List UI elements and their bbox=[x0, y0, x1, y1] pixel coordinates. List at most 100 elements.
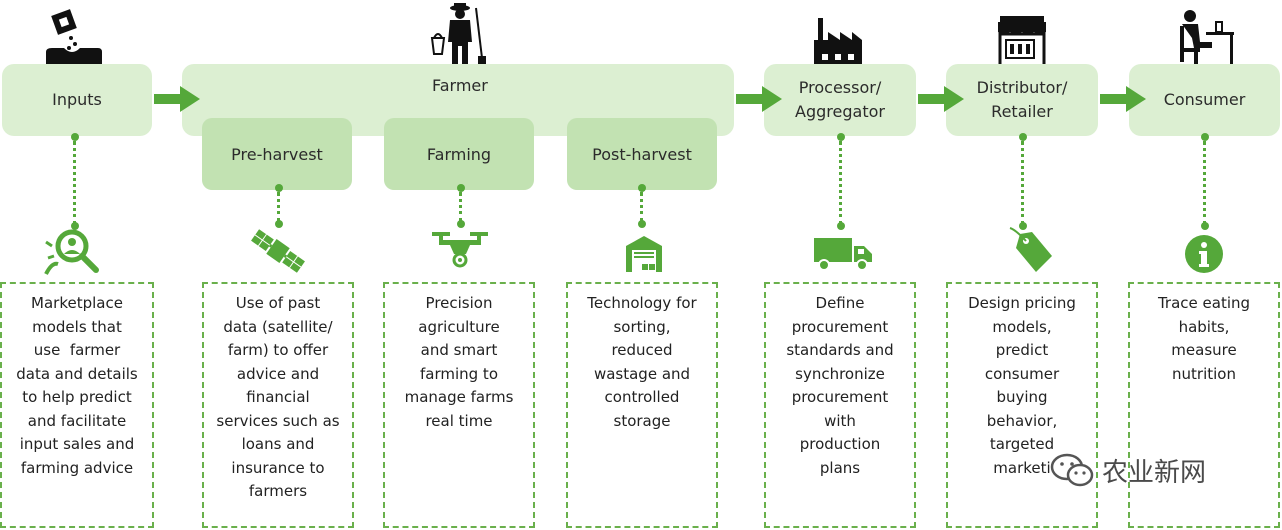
desc-distributor: Design pricing models, predict consumer … bbox=[946, 282, 1098, 528]
desc-line: storage bbox=[613, 411, 671, 430]
desc-line: plans bbox=[819, 458, 861, 477]
stage-processor-label-2: Aggregator bbox=[795, 102, 885, 121]
stage-processor-label-1: Processor/ bbox=[798, 78, 882, 97]
connector-dot bbox=[457, 184, 465, 192]
desc-line: production bbox=[799, 435, 881, 453]
flow-arrow-3 bbox=[918, 86, 964, 112]
connector-line bbox=[1203, 141, 1206, 225]
connector-dot bbox=[275, 220, 283, 228]
desc-line: farming advice bbox=[20, 458, 134, 477]
desc-line: buying bbox=[996, 388, 1048, 406]
desc-line: financial bbox=[246, 388, 310, 406]
connector-dot bbox=[837, 222, 845, 230]
desc-line: advice and bbox=[236, 364, 320, 383]
desc-line: consumer bbox=[984, 364, 1060, 383]
substage-post-harvest: Post-harvest bbox=[567, 118, 717, 190]
connector-dot bbox=[71, 133, 79, 141]
connector-line bbox=[1021, 141, 1024, 225]
connector-dot bbox=[837, 133, 845, 141]
desc-line: loans and bbox=[241, 435, 315, 453]
connector-line bbox=[73, 141, 76, 225]
desc-line: input sales and bbox=[19, 435, 135, 453]
warehouse-icon bbox=[626, 236, 662, 272]
desc-line: standards and bbox=[786, 341, 894, 359]
desc-line: services such as bbox=[216, 411, 340, 430]
stage-distributor: Distributor/ Retailer bbox=[946, 64, 1098, 136]
desc-line: data and details bbox=[16, 364, 138, 383]
connector-dot bbox=[1019, 133, 1027, 141]
desc-line: controlled bbox=[604, 388, 680, 406]
store-icon bbox=[998, 16, 1046, 70]
desc-line: synchronize bbox=[795, 364, 885, 383]
stage-consumer-label: Consumer bbox=[1163, 90, 1246, 109]
desc-farming: Precision agriculture and smart farming … bbox=[383, 282, 535, 528]
stage-farmer-label: Farmer bbox=[432, 76, 488, 95]
desc-line: real time bbox=[425, 411, 493, 430]
connector-dot bbox=[275, 184, 283, 192]
stage-distributor-label-2: Retailer bbox=[991, 102, 1053, 121]
desc-line: data (satellite/ bbox=[223, 317, 333, 336]
substage-farming-label: Farming bbox=[426, 144, 492, 164]
substage-pre-harvest-label: Pre-harvest bbox=[231, 144, 323, 164]
flow-arrow-4 bbox=[1100, 86, 1146, 112]
substage-post-harvest-label: Post-harvest bbox=[592, 144, 692, 164]
substage-pre-harvest: Pre-harvest bbox=[202, 118, 352, 190]
desc-line: Precision bbox=[425, 294, 493, 312]
watermark-text: 农业新网 bbox=[1102, 457, 1207, 488]
connector-line bbox=[277, 192, 280, 222]
watermark: 农业新网 bbox=[1050, 452, 1206, 488]
desc-line: with bbox=[824, 411, 856, 430]
desc-line: wastage and bbox=[593, 364, 691, 383]
desc-line: Define bbox=[815, 294, 865, 312]
desc-line: Use of past bbox=[235, 294, 321, 312]
stage-inputs-label: Inputs bbox=[52, 90, 102, 109]
desc-line: and facilitate bbox=[27, 411, 127, 430]
connector-dot bbox=[638, 184, 646, 192]
wechat-logo-icon bbox=[1050, 453, 1094, 487]
connector-dot bbox=[1201, 133, 1209, 141]
stage-processor: Processor/ Aggregator bbox=[764, 64, 916, 136]
desc-line: use farmer bbox=[33, 341, 121, 359]
connector-dot bbox=[638, 220, 646, 228]
desc-line: farmers bbox=[248, 482, 308, 500]
desc-line: insurance to bbox=[231, 458, 325, 477]
stage-inputs: Inputs bbox=[2, 64, 152, 136]
farmer-icon bbox=[430, 3, 486, 68]
drone-icon bbox=[432, 232, 488, 268]
desc-line: targeted bbox=[989, 435, 1055, 453]
consumer-desk-icon bbox=[1180, 10, 1234, 68]
desc-post-harvest: Technology for sorting, reduced wastage … bbox=[566, 282, 718, 528]
desc-line: models, bbox=[992, 317, 1052, 336]
desc-line: reduced bbox=[611, 341, 673, 359]
connector-line bbox=[839, 141, 842, 225]
desc-line: measure bbox=[1171, 341, 1237, 359]
price-tag-icon bbox=[1009, 227, 1052, 272]
flow-arrow-2 bbox=[736, 86, 782, 112]
stage-consumer: Consumer bbox=[1129, 64, 1280, 136]
desc-line: nutrition bbox=[1172, 364, 1236, 383]
desc-line: agriculture bbox=[418, 317, 500, 336]
factory-icon bbox=[814, 18, 862, 68]
desc-line: Trace eating bbox=[1157, 294, 1251, 312]
desc-line: Technology for bbox=[587, 294, 697, 312]
stage-distributor-label-1: Distributor/ bbox=[976, 78, 1068, 97]
desc-line: marketi bbox=[993, 458, 1051, 477]
desc-consumer: Trace eating habits, measure nutrition bbox=[1128, 282, 1280, 528]
desc-line: habits, bbox=[1178, 317, 1230, 336]
desc-inputs: Marketplace models that use farmer data … bbox=[0, 282, 154, 528]
truck-icon bbox=[814, 238, 872, 271]
desc-line: models that bbox=[32, 317, 122, 336]
desc-line: Marketplace bbox=[31, 294, 123, 312]
connector-dot bbox=[457, 220, 465, 228]
connector-dot bbox=[71, 222, 79, 230]
desc-line: manage farms bbox=[404, 388, 514, 406]
desc-processor: Define procurement standards and synchro… bbox=[764, 282, 916, 528]
connector-dot bbox=[1201, 222, 1209, 230]
flow-arrow-1 bbox=[154, 86, 200, 112]
desc-line: and smart bbox=[420, 341, 498, 359]
desc-line: farming to bbox=[419, 364, 498, 383]
substage-farming: Farming bbox=[384, 118, 534, 190]
desc-line: to help predict bbox=[22, 388, 132, 406]
desc-line: behavior, bbox=[986, 411, 1058, 430]
satellite-icon bbox=[251, 229, 305, 273]
